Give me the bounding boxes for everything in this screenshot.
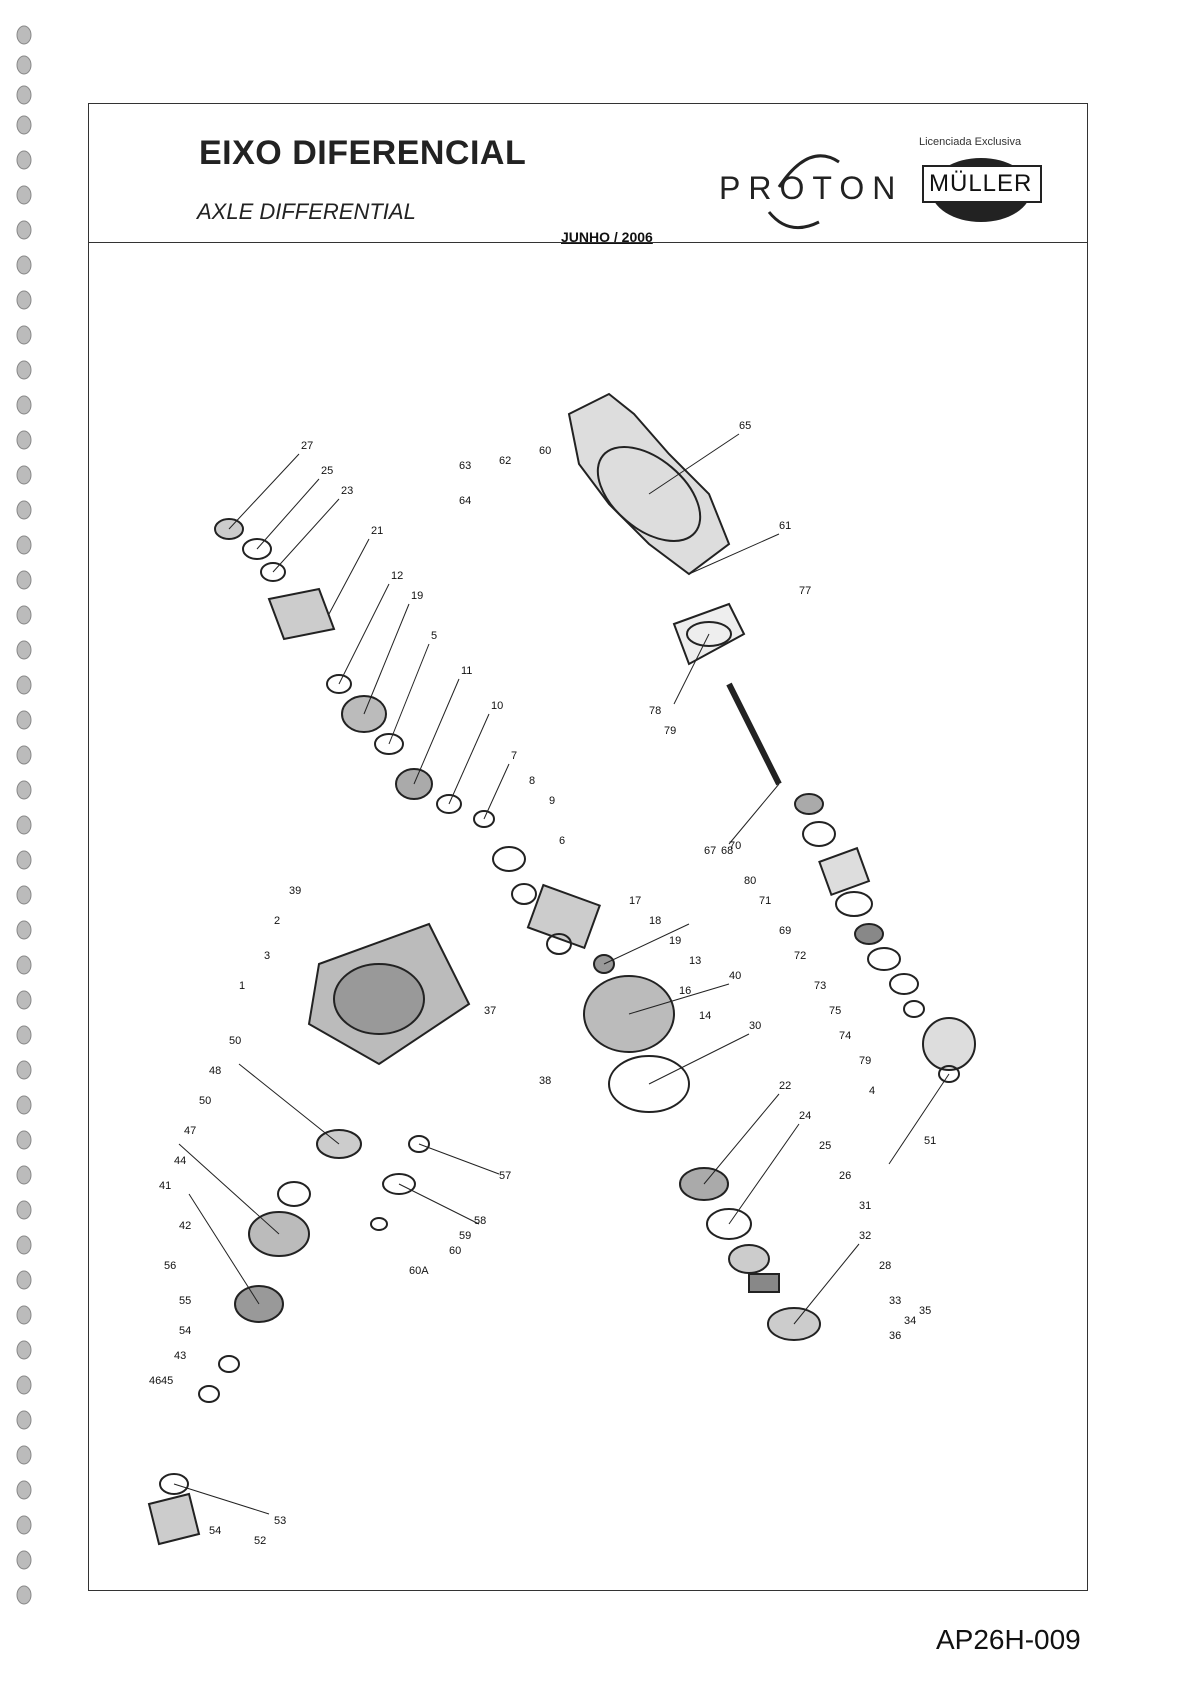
part-label-51: 51 — [924, 1135, 936, 1147]
part-label-79b: 79 — [859, 1055, 871, 1067]
part-label-65: 65 — [739, 420, 751, 432]
part-label-44: 44 — [174, 1155, 186, 1167]
part-label-13: 13 — [689, 955, 701, 967]
part-label-25b: 25 — [819, 1140, 831, 1152]
part-label-45: 45 — [161, 1375, 173, 1387]
part-label-60a: 60A — [409, 1265, 429, 1277]
part-label-69: 69 — [779, 925, 791, 937]
spiral-binding — [4, 20, 44, 1660]
part-label-31: 31 — [859, 1200, 871, 1212]
part-label-47: 47 — [184, 1125, 196, 1137]
part-label-40: 40 — [729, 970, 741, 982]
part-label-26: 26 — [839, 1170, 851, 1182]
part-label-43: 43 — [174, 1350, 186, 1362]
part-label-19: 19 — [411, 590, 423, 602]
part-label-38: 38 — [539, 1075, 551, 1087]
part-label-57: 57 — [499, 1170, 511, 1182]
part-label-61: 61 — [779, 520, 791, 532]
part-label-50b: 50 — [199, 1095, 211, 1107]
part-label-22: 22 — [779, 1080, 791, 1092]
part-label-24: 24 — [799, 1110, 811, 1122]
part-label-1: 1 — [239, 980, 245, 992]
drawing-frame: EIXO DIFERENCIAL AXLE DIFFERENTIAL JUNHO… — [88, 103, 1088, 1591]
part-label-77: 77 — [799, 585, 811, 597]
part-label-55: 55 — [179, 1295, 191, 1307]
part-label-7: 7 — [511, 750, 517, 762]
part-label-14: 14 — [699, 1010, 711, 1022]
part-label-46: 46 — [149, 1375, 161, 1387]
part-label-78: 78 — [649, 705, 661, 717]
part-label-21: 21 — [371, 525, 383, 537]
page-subtitle: AXLE DIFFERENTIAL — [197, 199, 416, 224]
part-label-75: 75 — [829, 1005, 841, 1017]
part-label-3: 3 — [264, 950, 270, 962]
part-label-53: 53 — [274, 1515, 286, 1527]
part-label-70: 70 — [729, 840, 741, 852]
part-label-54b: 54 — [209, 1525, 221, 1537]
part-label-23: 23 — [341, 485, 353, 497]
part-label-35: 35 — [919, 1305, 931, 1317]
part-label-33: 33 — [889, 1295, 901, 1307]
part-label-9: 9 — [549, 795, 555, 807]
part-label-72: 72 — [794, 950, 806, 962]
part-label-68: 68 — [721, 845, 733, 857]
part-label-12: 12 — [391, 570, 403, 582]
part-label-37: 37 — [484, 1005, 496, 1017]
part-label-17: 17 — [629, 895, 641, 907]
part-label-28: 28 — [879, 1260, 891, 1272]
part-label-60b: 60 — [449, 1245, 461, 1257]
part-label-54: 54 — [179, 1325, 191, 1337]
part-label-59: 59 — [459, 1230, 471, 1242]
part-label-32: 32 — [859, 1230, 871, 1242]
part-label-52: 52 — [254, 1535, 266, 1547]
part-label-10: 10 — [491, 700, 503, 712]
part-label-30: 30 — [749, 1020, 761, 1032]
part-label-79: 79 — [664, 725, 676, 737]
part-label-80: 80 — [744, 875, 756, 887]
part-number-labels: 27 25 23 21 12 19 5 11 10 7 8 9 6 63 62 … — [149, 420, 936, 1547]
exploded-view-diagram: 27 25 23 21 12 19 5 11 10 7 8 9 6 63 62 … — [89, 244, 1089, 1589]
licensed-text: Licenciada Exclusiva — [919, 136, 1022, 148]
part-label-34: 34 — [904, 1315, 916, 1327]
part-label-64: 64 — [459, 495, 471, 507]
part-label-5: 5 — [431, 630, 437, 642]
part-label-4: 4 — [869, 1085, 875, 1097]
part-label-50: 50 — [229, 1035, 241, 1047]
part-label-19b: 19 — [669, 935, 681, 947]
proton-wordmark: PROTON — [719, 170, 904, 206]
part-label-27: 27 — [301, 440, 313, 452]
header-divider — [89, 242, 1087, 243]
part-label-39: 39 — [289, 885, 301, 897]
part-label-48: 48 — [209, 1065, 221, 1077]
part-label-73: 73 — [814, 980, 826, 992]
part-label-74: 74 — [839, 1030, 851, 1042]
part-label-71: 71 — [759, 895, 771, 907]
part-label-36: 36 — [889, 1330, 901, 1342]
part-label-62: 62 — [499, 455, 511, 467]
part-label-11: 11 — [461, 665, 472, 677]
part-label-42: 42 — [179, 1220, 191, 1232]
part-label-58: 58 — [474, 1215, 486, 1227]
date-label: JUNHO / 2006 — [561, 229, 653, 245]
part-label-56: 56 — [164, 1260, 176, 1272]
part-label-2: 2 — [274, 915, 280, 927]
part-label-8: 8 — [529, 775, 535, 787]
part-label-18: 18 — [649, 915, 661, 927]
part-label-41: 41 — [159, 1180, 171, 1192]
muller-logo: MÜLLER — [919, 154, 1049, 226]
document-code: AP26H-009 — [936, 1624, 1081, 1655]
part-label-25: 25 — [321, 465, 333, 477]
proton-logo: PROTON — [719, 142, 909, 237]
muller-wordmark: MÜLLER — [929, 170, 1033, 197]
part-label-16: 16 — [679, 985, 691, 997]
part-label-67: 67 — [704, 845, 716, 857]
part-label-63: 63 — [459, 460, 471, 472]
page-title: EIXO DIFERENCIAL — [199, 134, 527, 172]
part-label-60: 60 — [539, 445, 551, 457]
part-label-6: 6 — [559, 835, 565, 847]
